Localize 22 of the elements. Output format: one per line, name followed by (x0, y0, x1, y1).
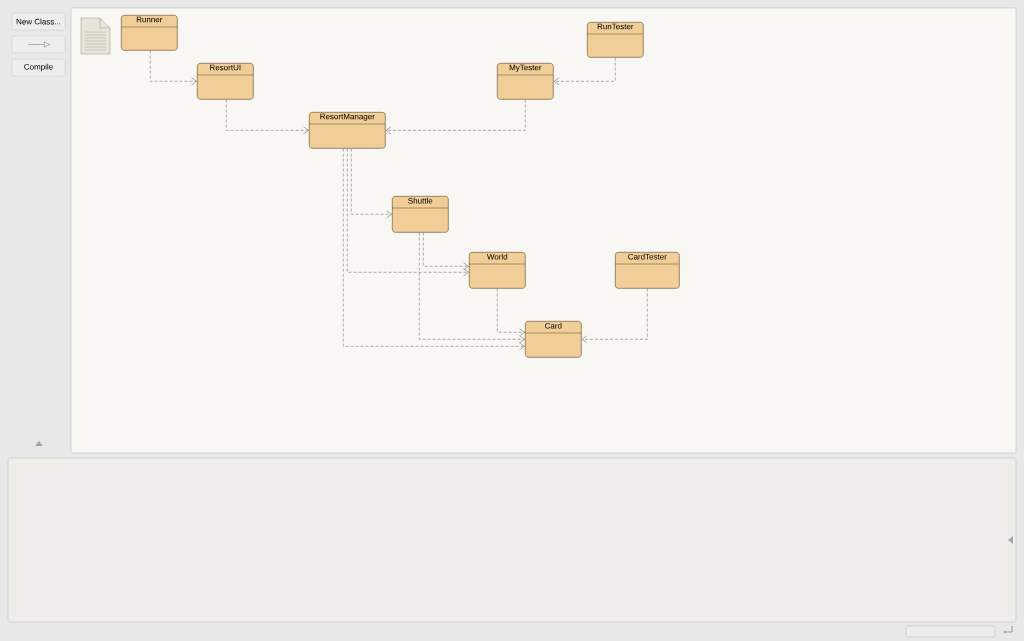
dependency-arrow (581, 288, 648, 344)
new-class-button: New Class... (11, 12, 66, 31)
dependency-arrow (423, 232, 469, 271)
compile-button: Compile (11, 58, 66, 77)
class-box: ResortManager (308, 112, 386, 149)
class-box: Shuttle (391, 196, 449, 233)
class-box: MyTester (496, 63, 554, 100)
dependency-arrow (497, 288, 525, 337)
class-box: Runner (120, 15, 178, 51)
class-box: CardTester (614, 252, 680, 289)
class-box: ResortUI (196, 63, 254, 100)
dependency-arrow (343, 148, 525, 351)
dependency-arrow (385, 99, 526, 135)
class-box: RunTester (586, 22, 644, 58)
dependency-arrow (553, 57, 616, 86)
dependency-arrow (347, 148, 469, 277)
dependency-arrow (150, 50, 197, 86)
dependency-arrow (419, 232, 525, 344)
class-box: Card (524, 321, 582, 358)
dependency-arrow (226, 99, 309, 135)
class-box: World (468, 252, 526, 289)
dependency-arrow (351, 148, 392, 219)
